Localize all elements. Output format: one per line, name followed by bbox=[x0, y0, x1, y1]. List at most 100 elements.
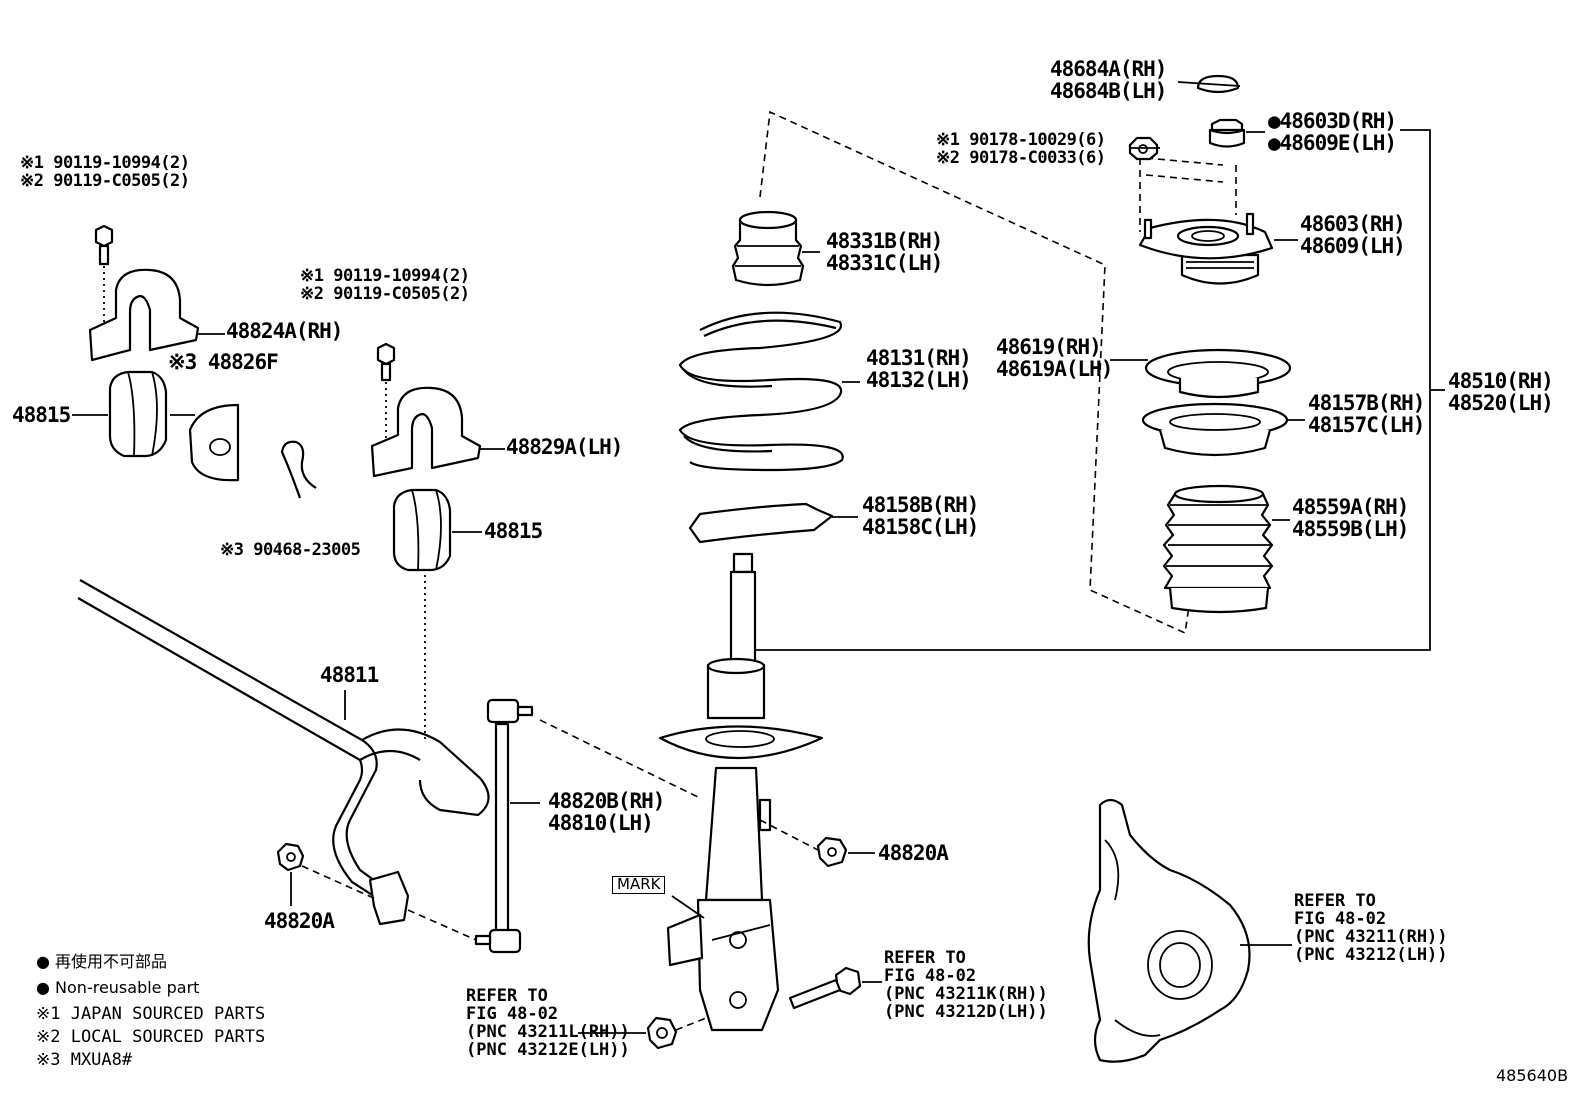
clip-wire-label: ※3 90468-23005 bbox=[220, 540, 361, 560]
strut-assembly-bracket-line bbox=[745, 129, 1445, 651]
bolt-left bbox=[94, 224, 114, 266]
bump-stopper-lh-label: 48331C(LH) bbox=[826, 251, 943, 276]
lower-insulator-rh-label: 48158B(RH) bbox=[862, 493, 979, 517]
dust-boot bbox=[1162, 484, 1274, 614]
support-label: 48603(RH) 48609(LH) bbox=[1300, 212, 1406, 257]
mark-leader bbox=[671, 895, 705, 919]
bracket-lh bbox=[370, 386, 482, 478]
figure-id: 485640B bbox=[1496, 1066, 1569, 1085]
knuckle-nut-refer-line2: FIG 48-02 bbox=[466, 1003, 559, 1024]
stabilizer-bar-label: 48811 bbox=[320, 663, 379, 687]
bolt-right-jp-label: ※1 90119-10994(2) bbox=[300, 266, 470, 286]
spring-label: 48131(RH) 48132(LH) bbox=[866, 346, 972, 393]
upper-insulator-label: 48157B(RH) 48157C(LH) bbox=[1308, 391, 1425, 438]
bearing-label: 48619(RH) 48619A(LH) bbox=[996, 335, 1113, 382]
bushing-left bbox=[108, 370, 168, 458]
bearing-lh-label: 48619A(LH) bbox=[996, 357, 1113, 382]
bump-stopper-rh-label: 48331B(RH) bbox=[826, 229, 943, 253]
bolt-left-jp-label: ※1 90119-10994(2) bbox=[20, 153, 190, 173]
knuckle-refer: REFER TO FIG 48-02 (PNC 43211(RH)) (PNC … bbox=[1294, 891, 1448, 964]
assembly-dashed-lines bbox=[301, 719, 819, 1031]
wire-clip bbox=[280, 440, 317, 499]
boot-rh-label: 48559A(RH) bbox=[1292, 495, 1409, 519]
coil-spring bbox=[678, 311, 844, 472]
strut-assembly-rh-label: 48510(RH) bbox=[1448, 369, 1554, 393]
bracket-rh-label: 48824A(RH) bbox=[226, 319, 343, 343]
support-nut-jp-label: ※1 90178-10029(6) bbox=[936, 130, 1106, 150]
knuckle-nut-refer-line4: (PNC 43212E(LH)) bbox=[466, 1039, 630, 1060]
top-nut bbox=[1208, 118, 1246, 148]
exploded-dashed-outline bbox=[759, 110, 1237, 635]
spring-lh-label: 48132(LH) bbox=[866, 368, 972, 393]
top-nut-lh-label: ●48609E(LH) bbox=[1268, 131, 1397, 156]
lower-insulator-label: 48158B(RH) 48158C(LH) bbox=[862, 493, 979, 540]
knuckle-bolt-refer: REFER TO FIG 48-02 (PNC 43211K(RH)) (PNC… bbox=[884, 948, 1048, 1022]
bolt-right-label: ※1 90119-10994(2) ※2 90119-C0505(2) bbox=[300, 266, 470, 304]
knuckle-refer-line1: REFER TO bbox=[1294, 891, 1376, 911]
knuckle-bolt-refer-line2: FIG 48-02 bbox=[884, 965, 977, 986]
strut-assembly-lh-label: 48520(LH) bbox=[1448, 391, 1554, 416]
lower-insulator bbox=[688, 502, 834, 544]
knuckle-bolt-refer-line1: REFER TO bbox=[884, 948, 966, 968]
lower-insulator-lh-label: 48158C(LH) bbox=[862, 515, 979, 540]
bracket-lh-label: 48829A(LH) bbox=[506, 435, 623, 459]
upper-insulator-rh-label: 48157B(RH) bbox=[1308, 391, 1425, 415]
boot-label: 48559A(RH) 48559B(LH) bbox=[1292, 495, 1409, 542]
legend-note-3: ※3 MXUA8# bbox=[36, 1050, 133, 1070]
link-nut-lower bbox=[276, 842, 305, 872]
steering-knuckle bbox=[1087, 798, 1251, 1063]
cap-rh-label: 48684A(RH) bbox=[1050, 57, 1167, 81]
stabilizer-bar bbox=[77, 579, 490, 926]
cap-label: 48684A(RH) 48684B(LH) bbox=[1050, 57, 1167, 104]
bushing-right-label: 48815 bbox=[484, 519, 543, 543]
bolt-left-label: ※1 90119-10994(2) ※2 90119-C0505(2) bbox=[20, 153, 190, 191]
link-rh-label: 48820B(RH) bbox=[548, 789, 665, 813]
knuckle-refer-line2: FIG 48-02 bbox=[1294, 908, 1387, 929]
knuckle-bolt-refer-line4: (PNC 43212D(LH)) bbox=[884, 1001, 1048, 1022]
strut-assembly-label: 48510(RH) 48520(LH) bbox=[1448, 369, 1554, 416]
legend-nonreusable-en: ● Non-reusable part bbox=[36, 978, 200, 997]
knuckle-nut bbox=[646, 1016, 678, 1050]
label-leaders bbox=[72, 81, 1305, 533]
clip-plate-label: ※3 48826F bbox=[168, 350, 279, 374]
legend-nonreusable-jp: ● 再使用不可部品 bbox=[36, 952, 168, 971]
bolt-right-local-label: ※2 90119-C0505(2) bbox=[300, 283, 470, 304]
support-rh-label: 48603(RH) bbox=[1300, 212, 1406, 236]
bearing-rh-label: 48619(RH) bbox=[996, 335, 1102, 359]
support-nut-local-label: ※2 90178-C0033(6) bbox=[936, 147, 1106, 168]
shock-absorber bbox=[658, 552, 824, 1032]
bolt-left-local-label: ※2 90119-C0505(2) bbox=[20, 170, 190, 191]
top-nut-rh-label: ●48603D(RH) bbox=[1268, 109, 1397, 133]
knuckle-bolt-refer-line3: (PNC 43211K(RH)) bbox=[884, 983, 1048, 1004]
upper-insulator-lh-label: 48157C(LH) bbox=[1308, 413, 1425, 438]
mark-label: MARK bbox=[612, 876, 666, 894]
legend-note-1: ※1 JAPAN SOURCED PARTS bbox=[36, 1004, 266, 1024]
bushing-left-label: 48815 bbox=[12, 403, 71, 427]
stabilizer-link bbox=[474, 698, 534, 954]
link-label: 48820B(RH) 48810(LH) bbox=[548, 789, 665, 836]
knuckle-refer-line3: (PNC 43211(RH)) bbox=[1294, 926, 1448, 947]
boot-lh-label: 48559B(LH) bbox=[1292, 517, 1409, 542]
knuckle-bolt bbox=[788, 966, 862, 1010]
bolt-right bbox=[376, 342, 396, 382]
knuckle-nut-refer-line1: REFER TO bbox=[466, 986, 548, 1006]
link-nut-upper-label: 48820A bbox=[878, 841, 949, 865]
upper-insulator bbox=[1141, 402, 1289, 457]
support-nut-label: ※1 90178-10029(6) ※2 90178-C0033(6) bbox=[936, 130, 1106, 168]
legend-note-2: ※2 LOCAL SOURCED PARTS bbox=[36, 1027, 266, 1047]
knuckle-nut-refer: REFER TO FIG 48-02 (PNC 43211L(RH)) (PNC… bbox=[466, 986, 630, 1060]
link-nut-upper bbox=[816, 836, 848, 868]
bump-stopper-label: 48331B(RH) 48331C(LH) bbox=[826, 229, 943, 276]
bushing-right bbox=[392, 488, 452, 572]
top-nut-label: ●48603D(RH) ●48609E(LH) bbox=[1268, 109, 1397, 156]
bump-stopper bbox=[731, 210, 805, 287]
clip-plate bbox=[188, 403, 240, 482]
spring-rh-label: 48131(RH) bbox=[866, 346, 972, 370]
knuckle-nut-refer-line3: (PNC 43211L(RH)) bbox=[466, 1021, 630, 1042]
upper-support bbox=[1138, 212, 1274, 285]
bracket-rh bbox=[88, 268, 200, 362]
cap-lh-label: 48684B(LH) bbox=[1050, 79, 1167, 104]
bearing bbox=[1144, 348, 1292, 399]
link-lh-label: 48810(LH) bbox=[548, 811, 654, 836]
